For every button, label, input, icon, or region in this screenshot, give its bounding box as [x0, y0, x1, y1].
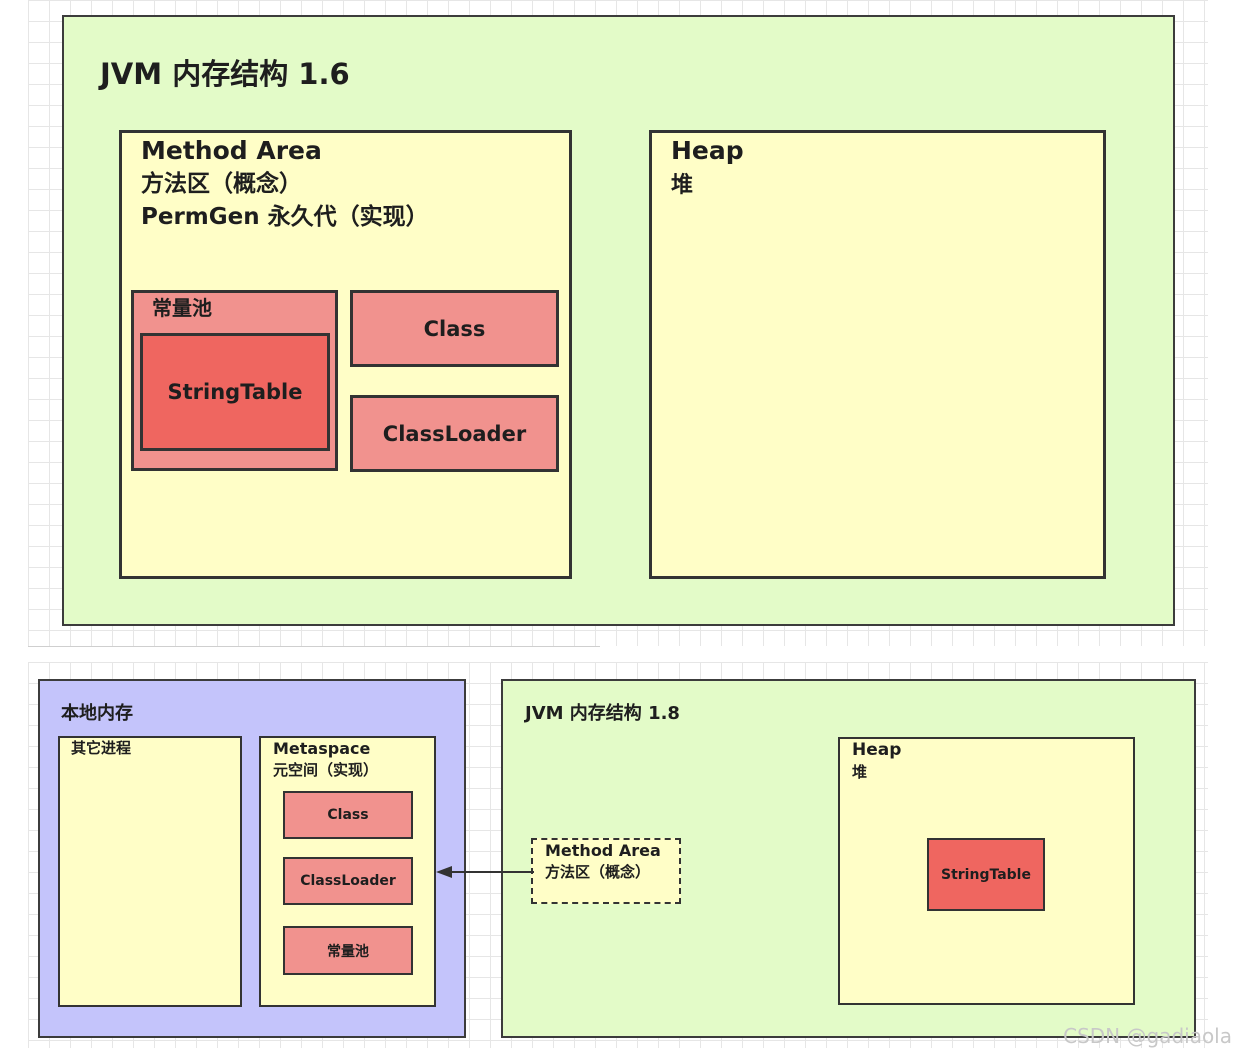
other-processes-label: 其它进程 — [71, 739, 132, 757]
jvm16-string-table-label: StringTable — [167, 380, 303, 404]
jvm16-heap-cn-label: 堆 — [671, 173, 694, 198]
jvm18-method-area-concept-label: 方法区（概念） — [545, 863, 651, 881]
jvm16-classloader-label: ClassLoader — [382, 421, 527, 446]
jvm16-class-label: Class — [423, 316, 486, 341]
jvm18-string-table-label: StringTable — [941, 866, 1031, 883]
jvm16-method-area-label: Method Area — [141, 136, 322, 165]
other-processes-box: 其它进程 — [58, 736, 242, 1007]
jvm18-heap: Heap 堆 — [838, 737, 1135, 1005]
metaspace-class-label: Class — [327, 807, 369, 823]
jvm18-method-area-label: Method Area — [545, 841, 661, 860]
jvm16-constant-pool-label: 常量池 — [152, 296, 212, 320]
section-divider — [28, 646, 600, 647]
native-memory-title: 本地内存 — [61, 703, 133, 724]
jvm16-heap: Heap 堆 — [649, 130, 1106, 579]
metaspace-class-box: Class — [283, 791, 413, 839]
jvm16-permgen-label: PermGen 永久代（实现） — [141, 204, 429, 230]
jvm18-method-area: Method Area 方法区（概念） — [531, 838, 681, 904]
metaspace-label: Metaspace — [273, 739, 371, 758]
method-area-to-metaspace-arrow — [436, 866, 534, 878]
jvm18-string-table: StringTable — [927, 838, 1045, 911]
jvm16-class-box: Class — [350, 290, 559, 367]
metaspace-constant-pool-box: 常量池 — [283, 926, 413, 975]
csdn-watermark: CSDN @gadiaola — [1063, 1024, 1232, 1048]
jvm16-string-table: StringTable — [140, 333, 330, 451]
jvm16-title: JVM 内存结构 1.6 — [100, 57, 350, 91]
jvm18-title: JVM 内存结构 1.8 — [525, 703, 680, 724]
jvm18-heap-label: Heap — [852, 740, 902, 760]
jvm16-heap-label: Heap — [671, 136, 744, 165]
jvm18-heap-cn-label: 堆 — [852, 763, 868, 781]
jvm16-method-area-concept-label: 方法区（概念） — [141, 171, 302, 197]
jvm16-classloader-box: ClassLoader — [350, 395, 559, 472]
metaspace-constant-pool-label: 常量池 — [327, 943, 369, 960]
metaspace-impl-label: 元空间（实现） — [273, 761, 379, 779]
metaspace-classloader-box: ClassLoader — [283, 857, 413, 905]
metaspace-classloader-label: ClassLoader — [300, 873, 396, 889]
